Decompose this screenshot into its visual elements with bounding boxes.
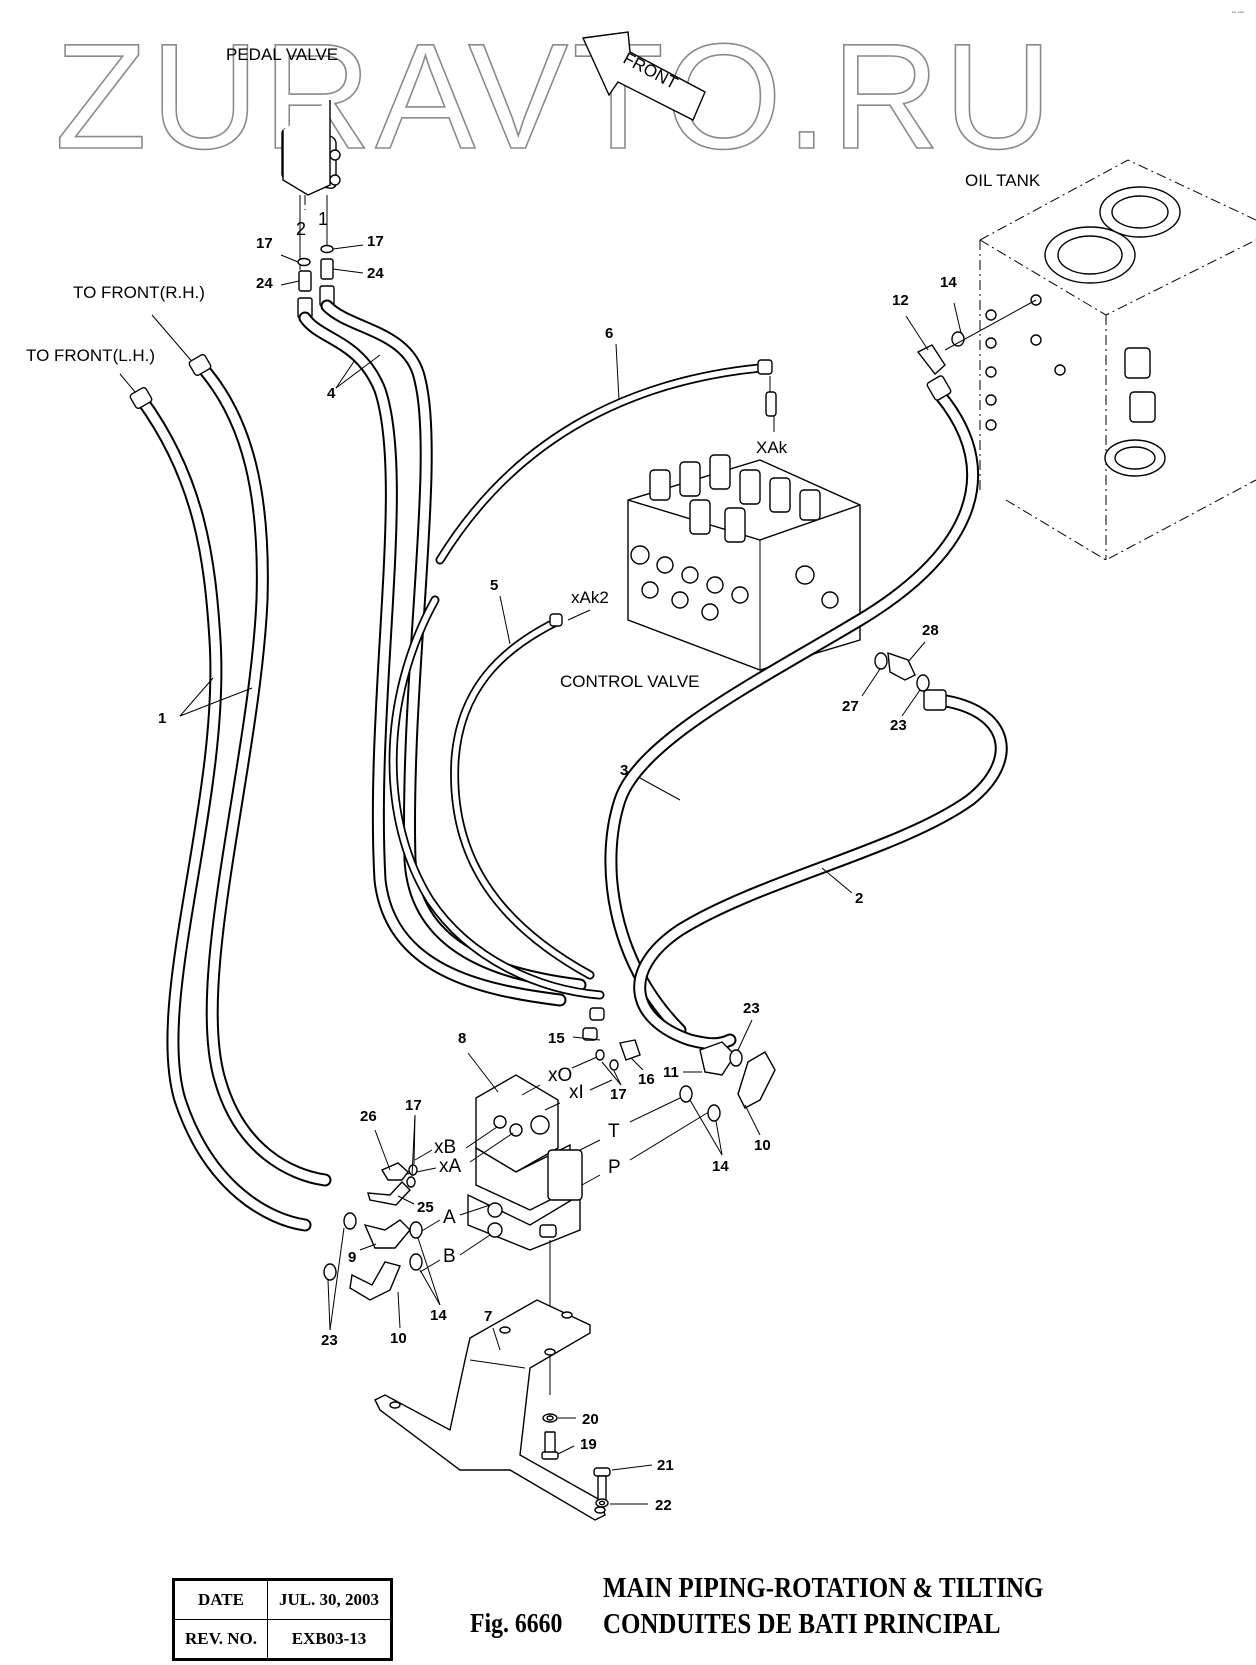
callout-21: 21 — [657, 1457, 674, 1474]
callout-5: 5 — [490, 577, 498, 594]
hose-1-pair — [135, 358, 332, 1232]
callout-14c: 14 — [430, 1307, 447, 1324]
callout-28: 28 — [922, 622, 939, 639]
callout-3: 3 — [620, 762, 628, 779]
callout-15: 15 — [548, 1030, 565, 1047]
callout-24a: 24 — [256, 275, 273, 292]
callout-23a: 23 — [890, 717, 907, 734]
rev-value: EXB03-13 — [267, 1619, 392, 1660]
hose-6 — [388, 363, 765, 1000]
port-B-label: B — [443, 1246, 456, 1267]
port-xB-label: xB — [434, 1137, 456, 1158]
callout-2: 2 — [855, 890, 863, 907]
callout-20: 20 — [582, 1411, 599, 1428]
rev-label: REV. NO. — [173, 1619, 268, 1660]
control-valve — [627, 454, 861, 671]
callout-17a: 17 — [256, 235, 273, 252]
callout-10a: 10 — [754, 1137, 771, 1154]
watermark: ZURAVTO.RU — [55, 12, 1056, 180]
port-P-label: P — [608, 1157, 621, 1178]
pedal-valve-label: PEDAL VALVE — [226, 45, 338, 64]
port-xO-label: xO — [548, 1065, 572, 1086]
figure-title-en: MAIN PIPING-ROTATION & TILTING — [603, 1572, 1044, 1604]
title-block: DATE JUL. 30, 2003 REV. NO. EXB03-13 — [172, 1578, 393, 1661]
oil-tank: OIL TANK — [965, 159, 1256, 561]
hose-3 — [604, 388, 980, 1037]
figure-title-fr: CONDUITES DE BATI PRINCIPAL — [603, 1608, 1001, 1640]
hose-4-pair — [298, 299, 587, 1007]
oil-tank-label: OIL TANK — [965, 171, 1041, 190]
callout-19: 19 — [580, 1436, 597, 1453]
port-xAk2-label: xAk2 — [571, 588, 609, 607]
callout-8: 8 — [458, 1030, 466, 1047]
date-value: JUL. 30, 2003 — [267, 1579, 392, 1620]
callout-1: 1 — [158, 710, 166, 727]
callout-17c: 17 — [610, 1086, 627, 1103]
callout-25: 25 — [417, 1199, 434, 1216]
callout-26: 26 — [360, 1108, 377, 1125]
callout-14b: 14 — [712, 1158, 729, 1175]
callout-7: 7 — [484, 1308, 492, 1325]
hose-5 — [450, 617, 595, 980]
callout-10b: 10 — [390, 1330, 407, 1347]
port-T-label: T — [608, 1121, 620, 1142]
figure-caption: MAIN PIPING-ROTATION & TILTING CONDUITES… — [603, 1570, 1043, 1642]
hose-2 — [633, 693, 1008, 1051]
port-A-label: A — [443, 1207, 456, 1228]
callout-22: 22 — [655, 1497, 672, 1514]
callout-4: 4 — [327, 385, 336, 402]
port-XAk-label: XAk — [756, 438, 788, 457]
pedal-port-2: 2 — [296, 219, 306, 239]
callout-24b: 24 — [367, 265, 384, 282]
port-xA-label: xA — [439, 1156, 462, 1177]
to-front-lh-label: TO FRONT(L.H.) — [26, 346, 155, 365]
callout-11: 11 — [663, 1064, 679, 1081]
port-xI-label: xI — [569, 1082, 584, 1103]
date-label: DATE — [173, 1579, 268, 1620]
callout-14a: 14 — [940, 274, 957, 291]
callout-27: 27 — [842, 698, 859, 715]
callout-17d: 17 — [405, 1097, 422, 1114]
control-valve-label: CONTROL VALVE — [560, 672, 700, 691]
rotation-valve-block — [467, 1074, 583, 1251]
corner-mark: ▪▪ ▪▪▪ — [1231, 10, 1244, 16]
pedal-valve: PEDAL VALVE 2 1 — [226, 45, 341, 270]
callout-17b: 17 — [367, 233, 384, 250]
figure-number: Fig. 6660 — [470, 1608, 563, 1638]
callout-23b: 23 — [743, 1000, 760, 1017]
callout-16: 16 — [638, 1071, 655, 1088]
callout-9: 9 — [348, 1249, 356, 1266]
to-front-rh-label: TO FRONT(R.H.) — [73, 283, 205, 302]
callout-6: 6 — [605, 325, 613, 342]
bracket — [374, 1299, 606, 1521]
pedal-port-1: 1 — [318, 209, 328, 229]
callout-23c: 23 — [321, 1332, 338, 1349]
callout-12: 12 — [892, 292, 909, 309]
